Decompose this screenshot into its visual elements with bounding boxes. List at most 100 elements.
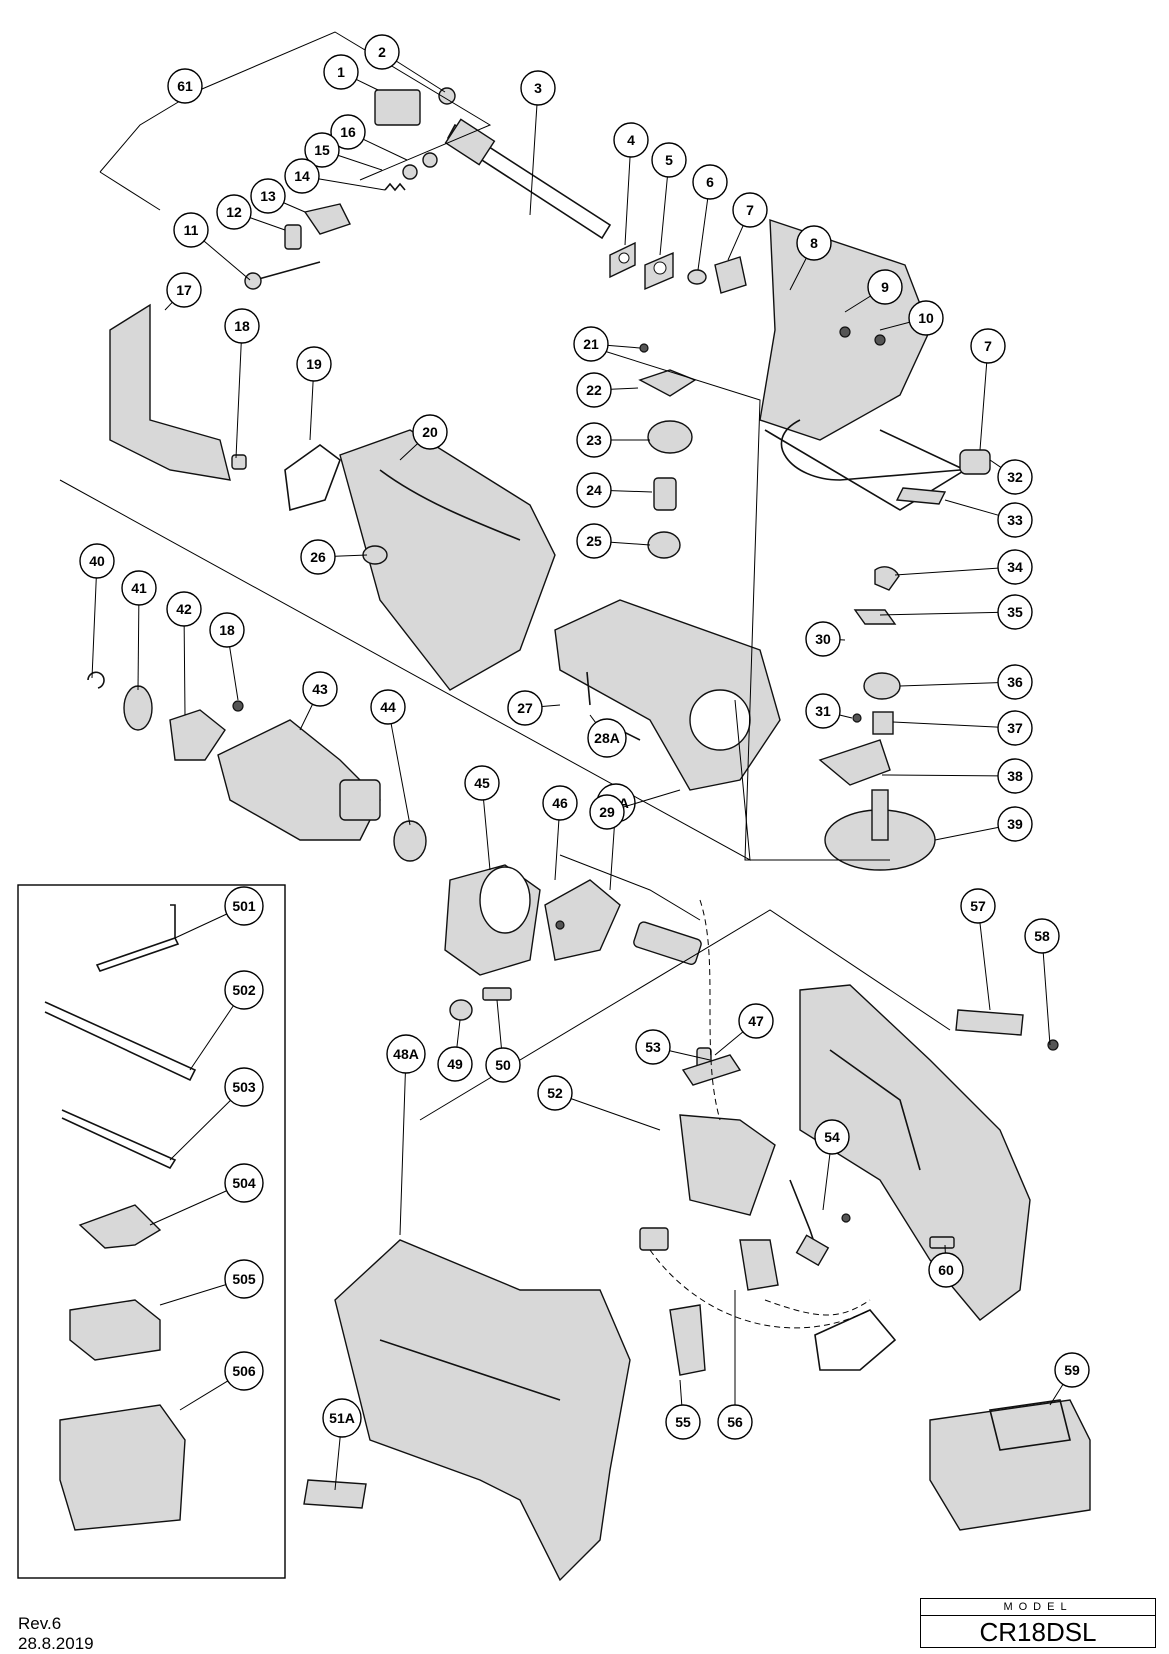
callout-number: 47 (748, 1013, 764, 1029)
leader-line (659, 176, 668, 256)
callout-number: 26 (310, 549, 326, 565)
callout-number: 502 (232, 982, 256, 998)
callout-47: 47 (714, 1003, 774, 1056)
callout-49: 49 (437, 1019, 473, 1082)
callout-circle (302, 671, 338, 707)
callout-circle (284, 158, 320, 194)
callout-number: 52 (547, 1085, 563, 1101)
callout-number: 55 (675, 1414, 691, 1430)
leader-line (159, 1284, 226, 1306)
callout-number: 35 (1007, 604, 1023, 620)
callout-number: 17 (176, 282, 192, 298)
callout-21: 21 (573, 326, 641, 362)
accessories-drawing (44, 904, 197, 1531)
callout-number: 15 (314, 142, 330, 158)
callout-circle (576, 422, 612, 458)
callout-circle (997, 758, 1033, 794)
callout-6: 6 (692, 164, 728, 271)
callout-number: 9 (881, 279, 889, 295)
callout-number: 501 (232, 898, 256, 914)
callout-number: 46 (552, 795, 568, 811)
leader-line (609, 821, 616, 891)
leader-line (399, 443, 418, 461)
callout-7: 7 (970, 328, 1006, 451)
callout-circle (224, 1351, 264, 1391)
callout-number: 5 (665, 152, 673, 168)
callout-number: 57 (970, 898, 986, 914)
callout-16: 16 (330, 114, 408, 161)
callout-29: 29 (589, 789, 681, 830)
callout-number: 48A (393, 1046, 419, 1062)
callout-circle (613, 122, 649, 158)
callout-14: 14 (284, 158, 386, 194)
leader-line (91, 577, 97, 679)
callout-8: 8 (789, 225, 832, 291)
model-box: MODEL CR18DSL (920, 1598, 1156, 1648)
leader-line (894, 567, 999, 576)
callout-number: 50 (495, 1057, 511, 1073)
leader-line (179, 1380, 229, 1411)
callout-number: 59 (1064, 1362, 1080, 1378)
callout-circle (997, 459, 1033, 495)
leader-line (174, 913, 227, 939)
callout-5: 5 (651, 142, 687, 256)
callout-circle (1054, 1352, 1090, 1388)
callout-36: 36 (899, 664, 1033, 700)
leader-line (944, 499, 999, 516)
leader-line (979, 362, 988, 451)
callout-53: 53 (635, 1029, 711, 1065)
gear-case-drawing (554, 343, 781, 791)
callout-number: 37 (1007, 720, 1023, 736)
leader-line (1049, 1384, 1064, 1406)
callout-number: 49 (447, 1056, 463, 1072)
leader-line (879, 611, 999, 616)
callout-20: 20 (399, 414, 448, 461)
callout-55: 55 (665, 1379, 701, 1440)
callout-number: 24 (586, 482, 602, 498)
leader-line (363, 138, 408, 161)
leader-line (309, 380, 314, 441)
callout-number: 18 (219, 622, 235, 638)
leader-line (1042, 952, 1051, 1046)
callout-56: 56 (717, 1290, 753, 1440)
callout-circle (997, 806, 1033, 842)
revision-block: Rev.6 28.8.2019 (18, 1614, 94, 1654)
callout-circle (587, 718, 627, 758)
callout-number: 31 (815, 703, 831, 719)
leader-line (318, 178, 386, 191)
leader-line (337, 154, 383, 171)
callout-number: 53 (645, 1039, 661, 1055)
callout-501: 501 (174, 886, 264, 939)
callout-circle (224, 1067, 264, 1107)
callout-number: 44 (380, 699, 396, 715)
callout-number: 33 (1007, 512, 1023, 528)
callout-33: 33 (944, 499, 1033, 538)
callout-number: 21 (583, 336, 599, 352)
callout-number: 19 (306, 356, 322, 372)
leader-line (399, 1072, 406, 1236)
leader-line (727, 225, 744, 261)
callout-circle (167, 68, 203, 104)
callout-circle (322, 1398, 362, 1438)
callout-circle (589, 794, 625, 830)
callout-number: 54 (824, 1129, 840, 1145)
callout-number: 36 (1007, 674, 1023, 690)
callout-circle (79, 543, 115, 579)
callout-number: 41 (131, 580, 147, 596)
callout-number: 14 (294, 168, 310, 184)
revision-number: Rev.6 (18, 1614, 62, 1633)
callout-27: 27 (507, 690, 561, 726)
leader-line (610, 490, 653, 493)
leader-line (334, 1436, 341, 1491)
callout-42: 42 (166, 591, 202, 716)
callout-50: 50 (485, 999, 521, 1083)
callout-circle (121, 570, 157, 606)
callout-26: 26 (300, 539, 368, 575)
callout-46: 46 (542, 785, 578, 881)
callout-number: 20 (422, 424, 438, 440)
callout-number: 504 (232, 1175, 256, 1191)
callout-circle (485, 1047, 521, 1083)
callout-number: 25 (586, 533, 602, 549)
callout-number: 506 (232, 1363, 256, 1379)
